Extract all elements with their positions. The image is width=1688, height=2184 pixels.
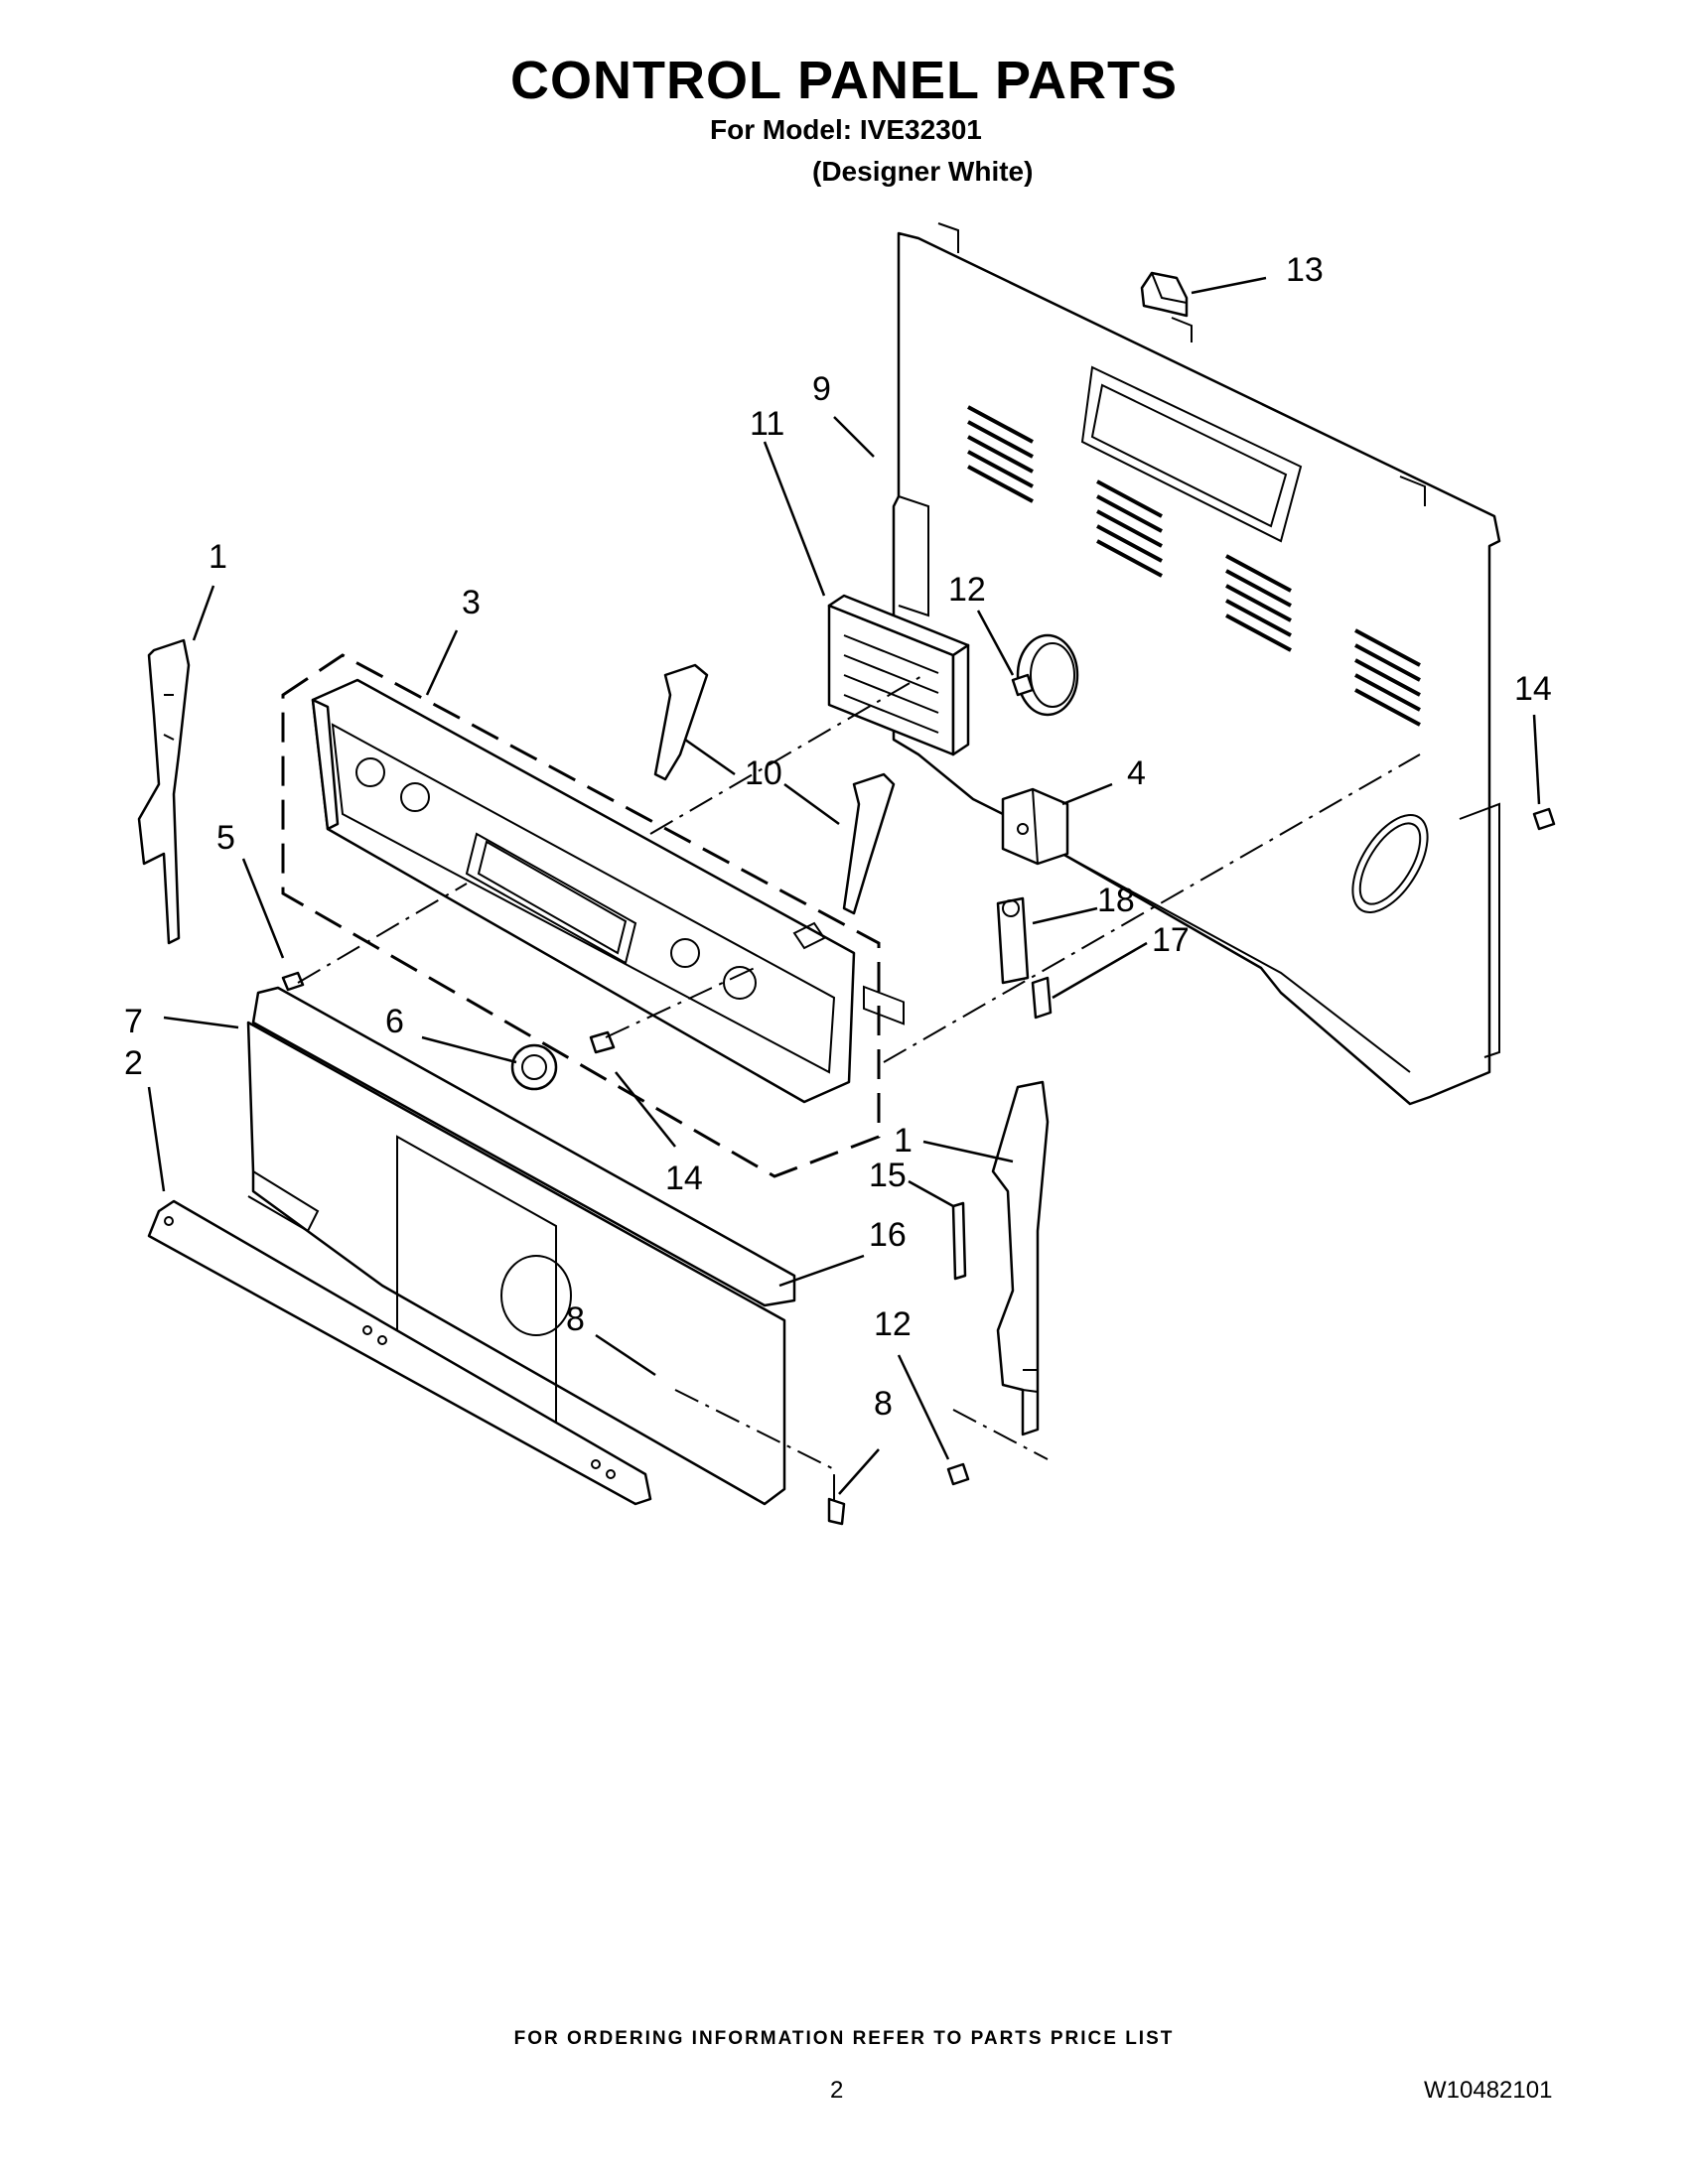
control-panel-assembly [281, 653, 881, 1178]
leader-lines [147, 276, 1541, 1495]
round-seal [1016, 633, 1079, 717]
callout-17: 17 [1152, 921, 1190, 959]
callout-1-right: 1 [894, 1122, 913, 1160]
callout-11: 11 [750, 405, 784, 443]
callout-1-left: 1 [209, 538, 227, 576]
lower-trim-panel [246, 986, 796, 1506]
callout-8-lower: 8 [874, 1385, 893, 1423]
mounting-strap [147, 1199, 652, 1506]
callout-16: 16 [869, 1216, 907, 1254]
panel-clip [1140, 271, 1189, 318]
electronic-control-board [827, 594, 970, 1025]
callout-8-upper: 8 [566, 1300, 585, 1338]
control-brackets [653, 663, 896, 915]
model-line: For Model: IVE32301 [710, 114, 982, 145]
switch-bracket [951, 896, 1053, 1281]
callout-14-lower: 14 [665, 1160, 703, 1197]
rear-control-panel [892, 222, 1501, 1106]
left-end-cap [137, 638, 191, 945]
callout-15: 15 [869, 1157, 907, 1194]
callout-6: 6 [385, 1003, 404, 1040]
callout-12-upper: 12 [948, 571, 986, 609]
rear-panel-louvers [967, 405, 1421, 727]
callout-10: 10 [745, 754, 782, 792]
page-number: 2 [830, 2077, 844, 2104]
ordering-note: FOR ORDERING INFORMATION REFER TO PARTS … [513, 2028, 1175, 2049]
callout-5: 5 [216, 819, 235, 857]
color-line: (Designer White) [812, 156, 1034, 187]
right-end-cap [991, 1080, 1050, 1436]
callout-13: 13 [1286, 251, 1324, 289]
page-title: CONTROL PANEL PARTS [509, 51, 1179, 110]
assembly-guides [297, 674, 1421, 1504]
callout-12-lower: 12 [874, 1305, 912, 1343]
callout-3: 3 [462, 584, 481, 621]
callout-14-right: 14 [1514, 670, 1552, 708]
callout-2: 2 [124, 1044, 143, 1082]
terminal-block [1001, 787, 1069, 866]
document-number: W10482101 [1424, 2077, 1553, 2104]
callout-18: 18 [1097, 882, 1135, 919]
control-knob [510, 1043, 558, 1091]
callout-9: 9 [812, 370, 831, 408]
callout-4: 4 [1127, 754, 1146, 792]
callout-7: 7 [124, 1003, 143, 1040]
callout-labels: 1 1 2 3 4 5 6 7 8 8 9 10 11 12 12 13 14 … [124, 251, 1552, 1423]
